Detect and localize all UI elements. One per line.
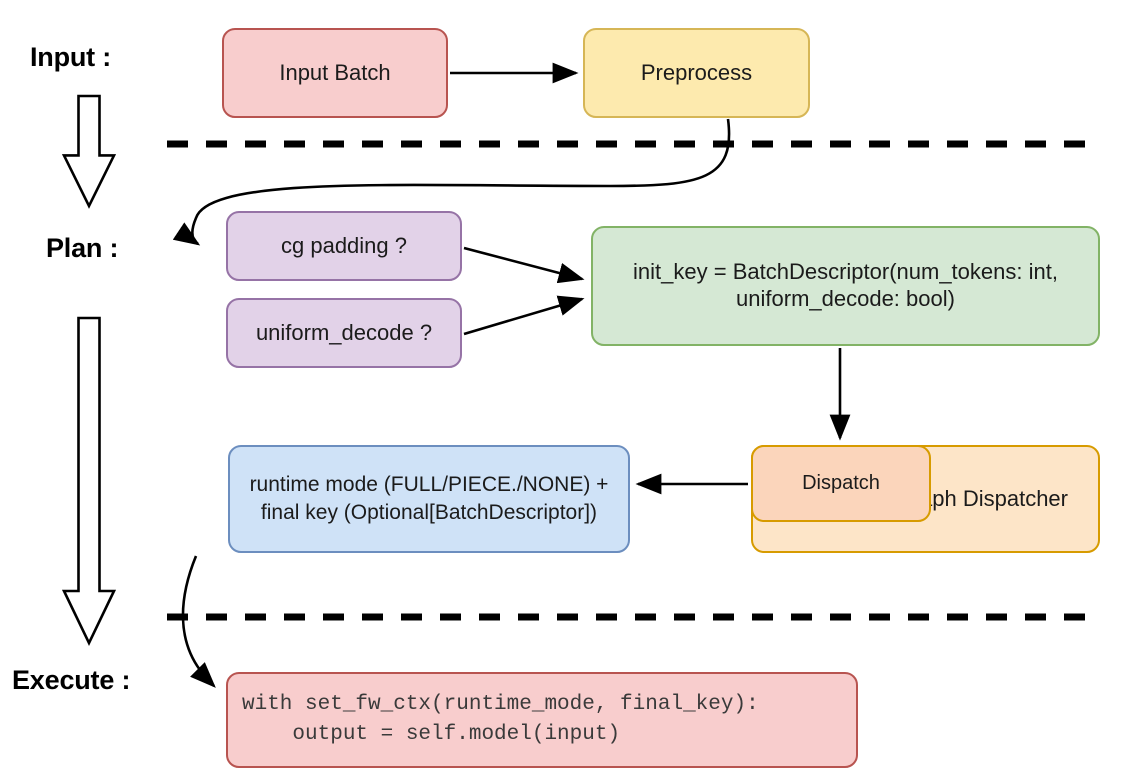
- dispatch-node[interactable]: Dispatch: [751, 445, 931, 522]
- uniform-decode-node[interactable]: uniform_decode ?: [226, 298, 462, 368]
- cg-padding-node[interactable]: cg padding ?: [226, 211, 462, 281]
- edge-uniform-decode-to-init-key: [463, 295, 585, 336]
- preprocess-node[interactable]: Preprocess: [583, 28, 810, 118]
- stage-label-input: Input :: [30, 42, 112, 72]
- edge-cg-padding-to-init-key: [463, 246, 585, 284]
- execute-code-node[interactable]: with set_fw_ctx(runtime_mode, final_key)…: [226, 672, 858, 768]
- input-batch-node[interactable]: Input Batch: [222, 28, 448, 118]
- runtime-mode-node[interactable]: runtime mode (FULL/PIECE./NONE) + final …: [228, 445, 630, 553]
- stage-label-plan: Plan :: [46, 233, 119, 263]
- edge-connectors: [172, 62, 851, 688]
- edge-runtime-mode-to-execute-code: [181, 555, 216, 688]
- init-key-node[interactable]: init_key = BatchDescriptor(num_tokens: i…: [591, 226, 1100, 346]
- block-arrow-plan-to-execute: [61, 316, 117, 647]
- stage-label-execute: Execute :: [12, 665, 131, 695]
- stage-block-arrows: [61, 94, 117, 647]
- block-arrow-input-to-plan: [61, 94, 117, 209]
